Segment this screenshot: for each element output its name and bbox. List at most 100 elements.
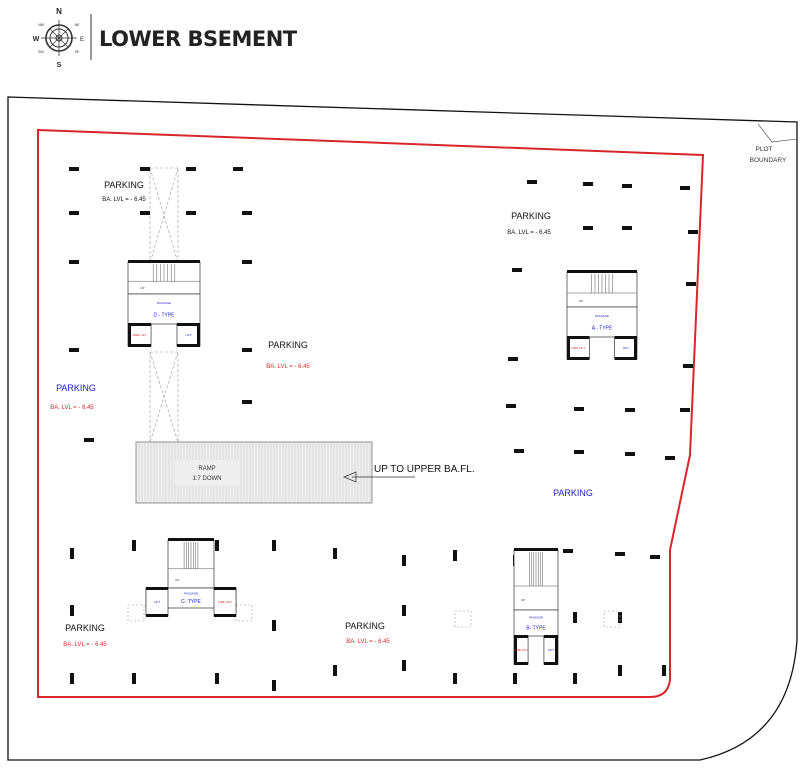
core-type-label: A - TYPE xyxy=(592,326,613,332)
column xyxy=(573,673,577,684)
column xyxy=(688,230,698,234)
column-void xyxy=(603,610,621,628)
plot-boundary xyxy=(7,96,798,761)
column xyxy=(583,182,593,186)
fire-lift-label: FIRE LIFT xyxy=(218,600,232,604)
basement-boundary xyxy=(37,128,705,698)
compass-rose-icon: N S W E NW NE SW SE xyxy=(33,7,84,69)
column xyxy=(69,260,79,264)
stair-up-label: UP xyxy=(175,578,179,582)
column xyxy=(186,167,196,171)
column xyxy=(215,673,219,684)
compass-nw: NW xyxy=(38,23,45,27)
column xyxy=(272,540,276,551)
column xyxy=(686,282,696,286)
lift-label: LIFT xyxy=(154,600,160,604)
core-type-label: B- TYPE xyxy=(526,626,546,632)
column xyxy=(140,167,150,171)
column xyxy=(215,540,219,551)
column xyxy=(513,673,517,684)
column xyxy=(662,665,666,676)
lift-label: LIFT xyxy=(623,346,629,350)
column-void xyxy=(454,610,472,628)
column xyxy=(333,548,337,559)
column xyxy=(615,552,625,556)
column xyxy=(402,605,406,616)
column xyxy=(70,548,74,559)
column xyxy=(583,226,593,230)
parking-label: PARKING xyxy=(345,621,385,631)
column xyxy=(69,211,79,215)
lift-label: LIFT xyxy=(185,333,191,337)
column xyxy=(242,260,252,264)
compass-n: N xyxy=(56,7,62,16)
core-type-label: C- TYPE xyxy=(181,599,201,605)
passage-label: PASSAGE xyxy=(529,616,543,620)
basement-level-label: BA. LVL = - 6.45 xyxy=(102,197,146,203)
page-title: LOWER BSEMENT xyxy=(99,27,298,51)
ramp-slope: 1:7 DOWN xyxy=(192,476,221,482)
column xyxy=(574,450,584,454)
column xyxy=(140,211,150,215)
column xyxy=(512,268,522,272)
parking-label: PARKING xyxy=(268,340,308,350)
column xyxy=(680,186,690,190)
ramp-direction-arrow: UP TO UPPER BA.FL. xyxy=(343,464,475,483)
column xyxy=(622,184,632,188)
ramp: RAMP 1:7 DOWN xyxy=(135,441,373,504)
basement-level-label: BA. LVL = - 6.45 xyxy=(266,364,310,370)
ramp-label: RAMP xyxy=(198,466,215,472)
column xyxy=(506,404,516,408)
column xyxy=(69,167,79,171)
column xyxy=(70,605,74,616)
passage-label: PASSAGE xyxy=(157,301,171,305)
passage-label: PASSAGE xyxy=(184,592,198,596)
column xyxy=(453,550,457,561)
compass-s: S xyxy=(57,62,62,69)
core-type-label: D - TYPE xyxy=(153,313,175,319)
compass-ne: NE xyxy=(75,23,81,27)
stair-up-label: UP xyxy=(140,286,144,290)
column-void xyxy=(127,604,145,622)
plot-boundary-leader xyxy=(757,123,798,143)
column xyxy=(618,612,622,623)
stair-up-label: UP xyxy=(579,299,583,303)
column xyxy=(527,180,537,184)
column xyxy=(650,555,660,559)
plot-boundary-label-1: PLOT xyxy=(756,146,773,153)
column xyxy=(573,612,577,623)
fire-lift-label: FIRE LIFT xyxy=(514,648,528,652)
column xyxy=(618,665,622,676)
basement-level-label: BA. LVL = - 6.45 xyxy=(50,405,94,411)
column xyxy=(84,438,94,442)
column xyxy=(680,408,690,412)
column xyxy=(272,620,276,631)
parking-label: PARKING xyxy=(65,623,105,633)
column xyxy=(508,357,518,361)
column xyxy=(574,407,584,411)
column xyxy=(625,408,635,412)
column xyxy=(186,211,196,215)
core-3: PASSAGE C- TYPE LIFT FIRE LIFT UP xyxy=(145,538,237,617)
column xyxy=(132,673,136,684)
column-void xyxy=(235,604,253,622)
column xyxy=(402,660,406,671)
column xyxy=(242,348,252,352)
column xyxy=(70,673,74,684)
column xyxy=(514,449,524,453)
parking-label: PARKING xyxy=(104,180,144,190)
column xyxy=(625,452,635,456)
column xyxy=(242,211,252,215)
column xyxy=(453,673,457,684)
core-1: PASSAGE D - TYPE FIRE LIFT LIFT UP xyxy=(127,260,201,347)
column xyxy=(132,540,136,551)
column xyxy=(69,348,79,352)
basement-level-label: BA. LVL = - 6.45 xyxy=(507,230,551,236)
column xyxy=(622,226,632,230)
fire-lift-label: FIRE LIFT xyxy=(133,333,147,337)
compass-se: SE xyxy=(75,50,80,54)
parking-label: PARKING xyxy=(553,488,593,498)
